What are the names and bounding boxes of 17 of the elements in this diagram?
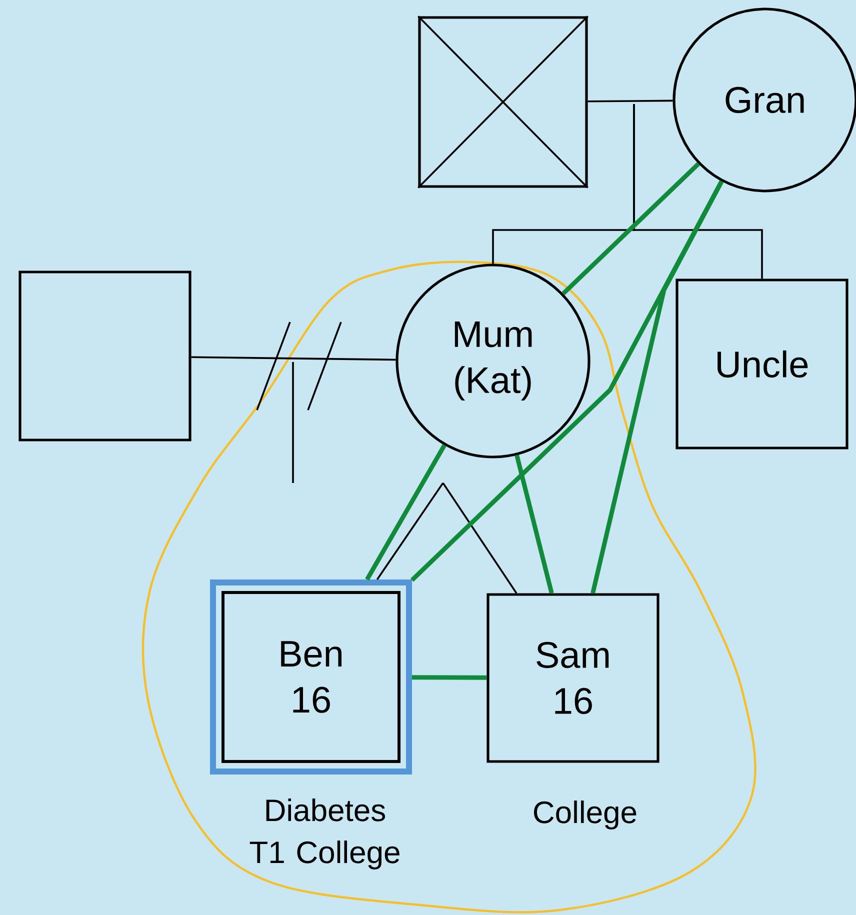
relationship-line [365, 444, 446, 581]
descent-line [442, 482, 518, 594]
partner-line [191, 356, 396, 361]
person-box: Uncle [676, 278, 848, 450]
relationship-line [562, 162, 700, 296]
person-box [18, 270, 192, 442]
descent-line [633, 104, 763, 279]
deceased-person-box [418, 16, 588, 188]
partner-line [588, 100, 673, 102]
person-box: Ben 16 [210, 580, 412, 774]
person-box: Sam 16 [486, 593, 660, 763]
relationship-line [412, 675, 487, 680]
note-text: Diabetes T1 College [250, 798, 400, 870]
note-text: College [534, 800, 636, 830]
relationship-line [590, 180, 724, 594]
relationship-line [514, 454, 554, 594]
descent-line [376, 482, 444, 580]
